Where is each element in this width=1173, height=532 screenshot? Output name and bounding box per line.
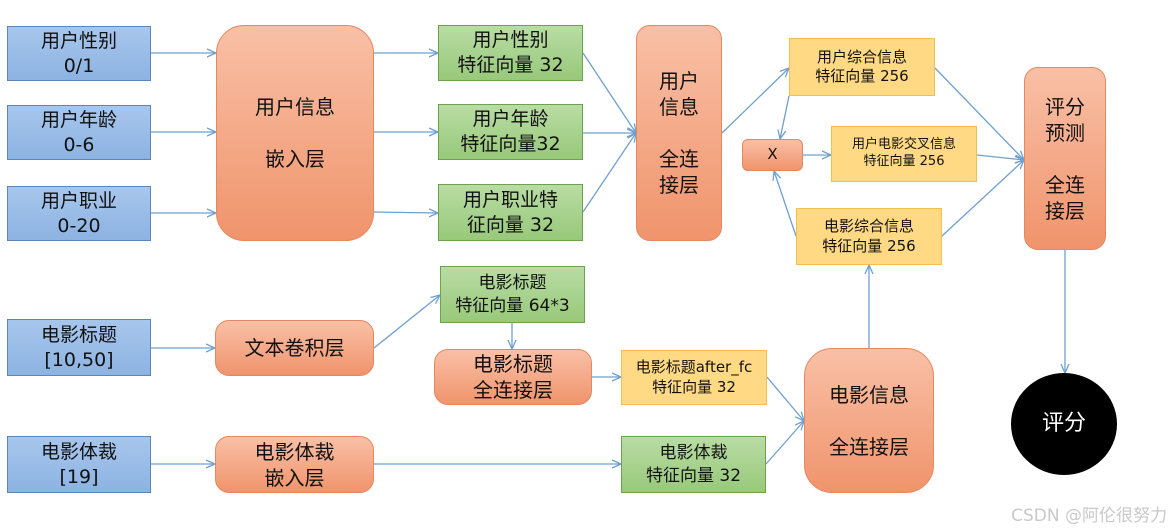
user-combined-feature: 用户综合信息 特征向量 256 <box>789 38 935 96</box>
user-movie-cross-feature: 用户电影交叉信息 特征向量 256 <box>831 126 977 182</box>
cross-multiply-op: X <box>742 139 803 171</box>
arrow-gender-vec-to-user-fc <box>582 52 636 133</box>
rating-prediction-fc-layer: 评分 预测 全连 接层 <box>1024 67 1106 250</box>
genre-embedding-layer: 电影体裁 嵌入层 <box>215 436 374 493</box>
movie-title-feature-vector: 电影标题 特征向量 64*3 <box>440 266 585 323</box>
movie-genre-input: 电影体裁 [19] <box>7 436 151 493</box>
job-feature-vector: 用户职业特 征向量 32 <box>438 184 583 241</box>
gender-feature-vector: 用户性别 特征向量 32 <box>438 25 583 81</box>
arrow-movie-combined-to-x <box>774 171 797 237</box>
arrow-user-fc-to-user-combined <box>721 68 789 134</box>
arrow-after-fc-to-movie-fc <box>766 376 804 421</box>
movie-fc-layer: 电影信息 全连接层 <box>804 348 934 493</box>
arrow-cross-to-rating-fc <box>976 154 1024 160</box>
rating-output: 评分 <box>1011 373 1117 475</box>
arrow-user-combined-to-x <box>780 95 790 139</box>
movie-combined-feature: 电影综合信息 特征向量 256 <box>796 208 942 265</box>
movie-title-input: 电影标题 [10,50] <box>7 319 151 376</box>
arrow-movie-combined-to-rating-fc <box>941 160 1024 237</box>
arrow-embed-to-job-vec <box>373 212 438 213</box>
text-conv-layer: 文本卷积层 <box>215 320 374 376</box>
age-feature-vector: 用户年龄 特征向量32 <box>438 104 583 160</box>
arrow-conv-to-title-vec <box>373 295 440 349</box>
user-fc-layer: 用户 信息 全连 接层 <box>636 25 722 241</box>
movie-title-fc-layer: 电影标题 全连接层 <box>434 349 592 405</box>
user-age-input: 用户年龄 0-6 <box>7 105 151 160</box>
user-embedding-layer: 用户信息 嵌入层 <box>216 25 374 241</box>
arrow-user-combined-to-rating-fc <box>934 67 1024 160</box>
user-gender-input: 用户性别 0/1 <box>7 26 151 81</box>
watermark: CSDN @阿伦很努力 <box>1011 506 1167 526</box>
arrow-job-vec-to-user-fc <box>582 133 636 213</box>
movie-title-after-fc-feature: 电影标题after_fc 特征向量 32 <box>621 350 767 405</box>
arrow-genre-vec-to-movie-fc <box>765 421 804 465</box>
genre-feature-vector: 电影体裁 特征向量 32 <box>621 436 766 493</box>
user-job-input: 用户职业 0-20 <box>7 186 151 241</box>
